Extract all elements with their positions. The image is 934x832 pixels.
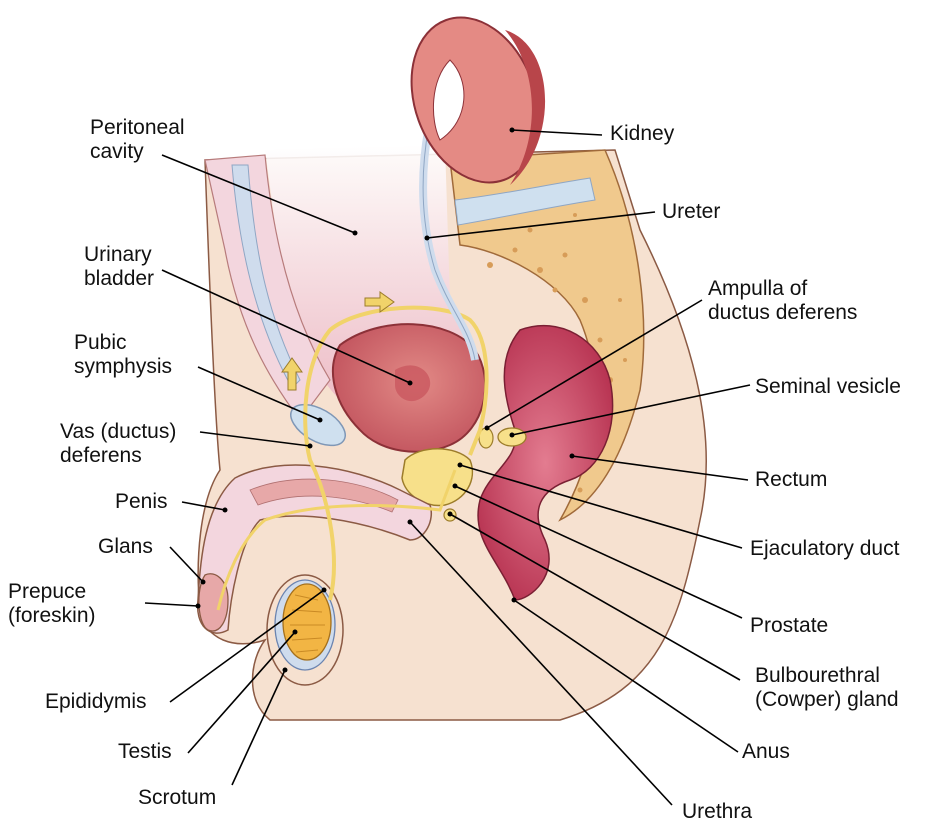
label-scrotum: Scrotum bbox=[138, 786, 216, 810]
label-anus: Anus bbox=[742, 740, 790, 764]
testis-shape bbox=[283, 584, 331, 660]
label-prepuce: Prepuce (foreskin) bbox=[8, 580, 96, 628]
label-kidney: Kidney bbox=[610, 122, 674, 146]
label-ampulla: Ampulla of ductus deferens bbox=[708, 277, 857, 325]
label-glans: Glans bbox=[98, 535, 153, 559]
label-pubic-symphysis: Pubic symphysis bbox=[74, 331, 172, 379]
label-ejaculatory-duct: Ejaculatory duct bbox=[750, 537, 899, 561]
label-urinary-bladder: Urinary bladder bbox=[84, 243, 154, 291]
label-peritoneal-cavity: Peritoneal cavity bbox=[90, 116, 185, 164]
label-epididymis: Epididymis bbox=[45, 690, 147, 714]
label-ureter: Ureter bbox=[662, 200, 720, 224]
label-prostate: Prostate bbox=[750, 614, 828, 638]
label-vas-deferens: Vas (ductus) deferens bbox=[60, 420, 176, 468]
label-testis: Testis bbox=[118, 740, 172, 764]
label-rectum: Rectum bbox=[755, 468, 827, 492]
label-bulbourethral: Bulbourethral (Cowper) gland bbox=[755, 664, 899, 712]
label-urethra: Urethra bbox=[682, 800, 752, 824]
label-seminal-vesicle: Seminal vesicle bbox=[755, 375, 901, 399]
label-penis: Penis bbox=[115, 490, 168, 514]
